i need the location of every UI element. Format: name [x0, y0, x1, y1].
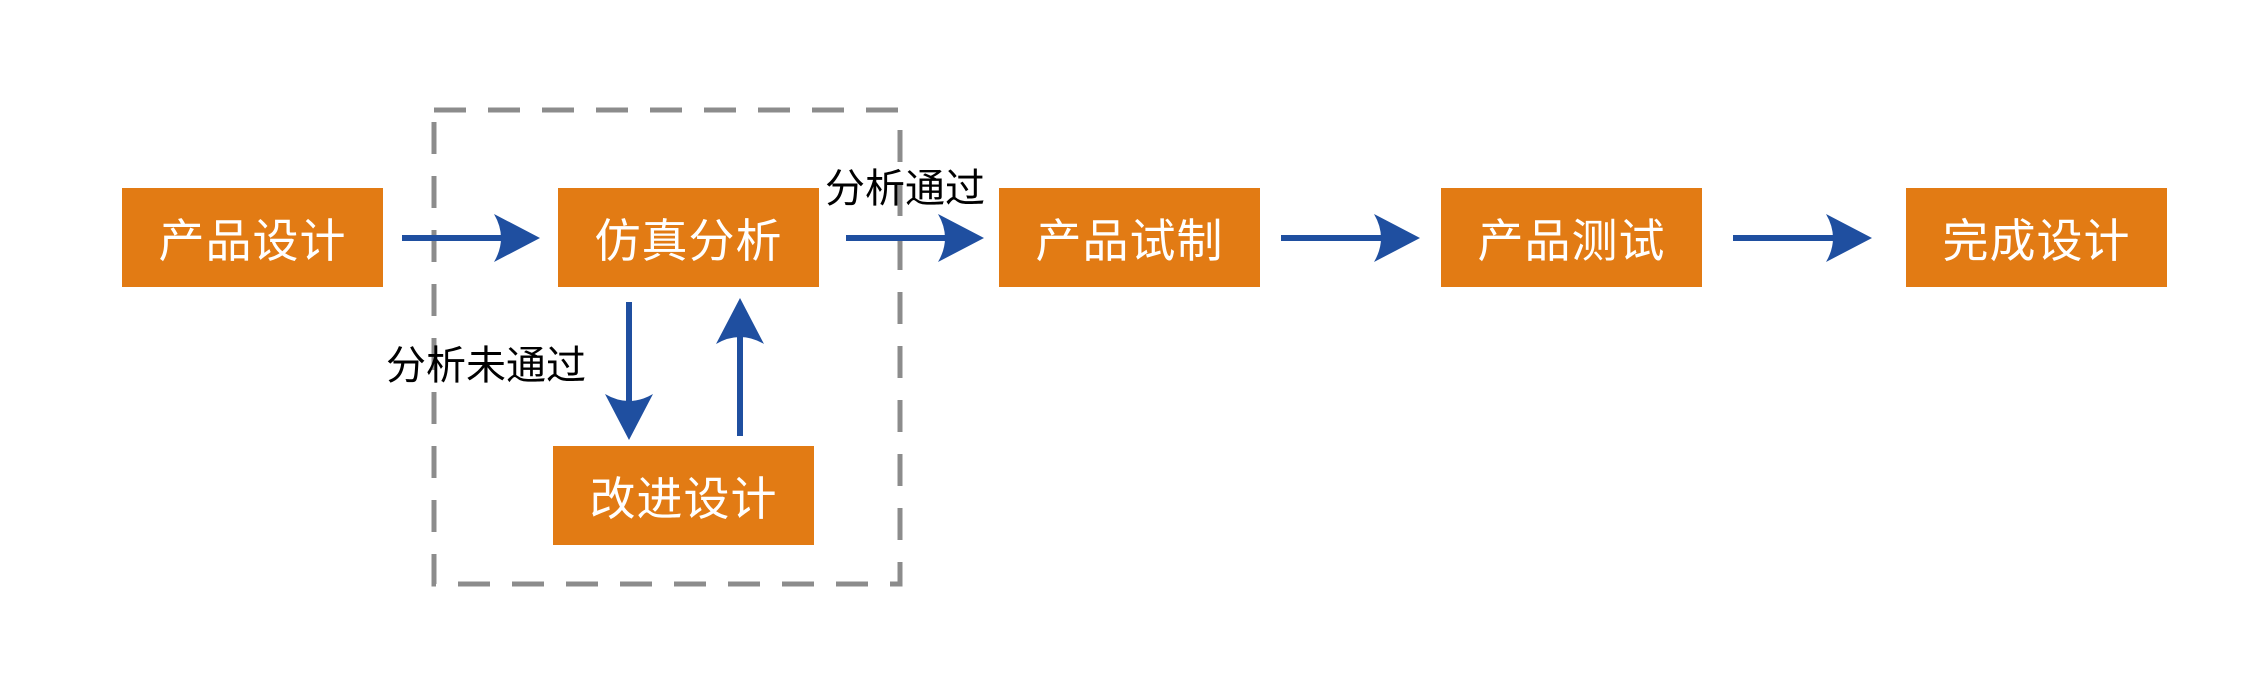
arrow-test-to-complete — [1733, 214, 1872, 262]
arrow-simulation-to-improve — [605, 302, 653, 440]
node-simulation-analysis-label: 仿真分析 — [594, 213, 783, 268]
edge-label-analysis-passed: 分析通过 — [825, 166, 985, 212]
node-product-test: 产品测试 — [1441, 188, 1702, 287]
arrow-simulation-to-trial — [846, 214, 984, 262]
node-simulation-analysis: 仿真分析 — [558, 188, 819, 287]
edge-label-analysis-not-passed: 分析未通过 — [386, 343, 586, 389]
simulation-loop-dashed-boundary — [431, 107, 903, 587]
node-product-design: 产品设计 — [122, 188, 383, 287]
node-product-design-label: 产品设计 — [158, 213, 347, 268]
node-improve-design: 改进设计 — [553, 446, 814, 545]
node-improve-design-label: 改进设计 — [589, 471, 778, 526]
arrow-trial-to-test — [1281, 214, 1420, 262]
node-product-trial: 产品试制 — [999, 188, 1260, 287]
node-product-trial-label: 产品试制 — [1035, 213, 1224, 268]
node-product-test-label: 产品测试 — [1477, 213, 1666, 268]
node-complete-design: 完成设计 — [1906, 188, 2167, 287]
arrow-design-to-simulation — [402, 214, 540, 262]
arrow-improve-to-simulation — [716, 298, 764, 436]
node-complete-design-label: 完成设计 — [1942, 213, 2131, 268]
